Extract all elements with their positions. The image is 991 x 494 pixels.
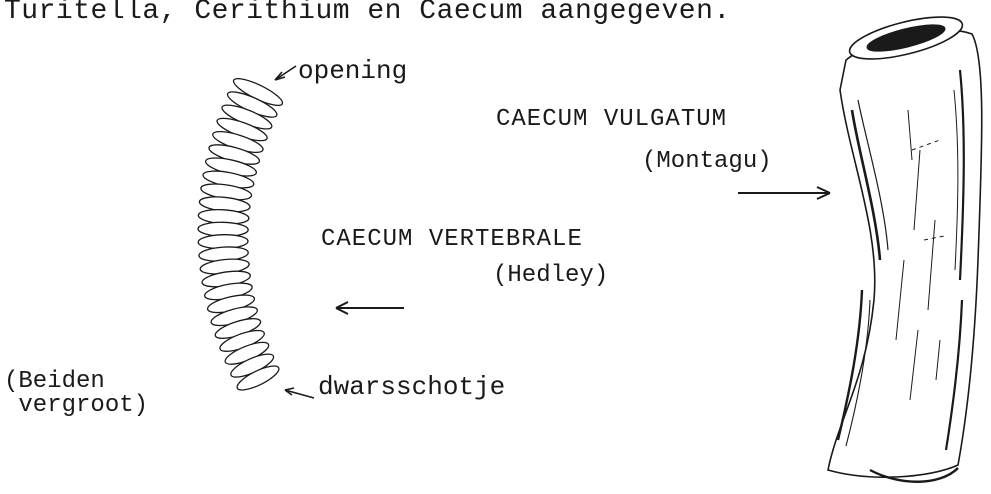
opening-arrow [275,66,296,80]
enlarged-note: (Beiden vergroot) [4,370,148,418]
vertebrale-arrow [336,302,404,314]
caecum-vertebrale-author: (Hedley) [493,262,608,289]
page-header-text: Turitella, Cerithium en Caecum aangegeve… [4,0,731,27]
caecum-vertebrale-shell [198,74,285,395]
opening-label: opening [298,56,407,86]
caecum-vulgatum-name: CAECUM VULGATUM [496,106,727,133]
septum-label: dwarsschotje [318,372,505,402]
septum-arrow [285,388,314,398]
vulgatum-arrow [738,187,830,199]
caecum-vulgatum-author: (Montagu) [642,148,772,175]
caecum-vulgatum-shell [828,8,982,481]
caecum-vertebrale-name: CAECUM VERTEBRALE [321,226,583,253]
